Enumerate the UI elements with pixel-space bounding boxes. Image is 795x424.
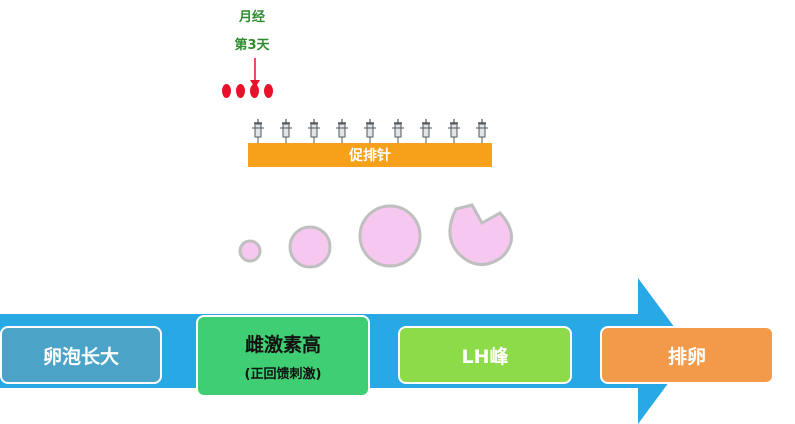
stage-ovulation: 排卵 — [600, 326, 774, 384]
stage-label: 雌激素高 — [244, 334, 321, 356]
stage-label: 排卵 — [667, 345, 706, 368]
follicle-medium — [288, 225, 332, 269]
follicle-large — [358, 204, 422, 268]
follicle-ruptured — [448, 203, 513, 266]
stage-lh-peak: LH峰 — [398, 326, 572, 384]
injection-bar-label: 促排针 — [349, 148, 391, 164]
stage-label: 卵泡长大 — [42, 345, 119, 368]
period-day-label: 第3天 — [234, 38, 270, 53]
period-label: 月经 — [238, 10, 265, 25]
blood-drop-icon — [264, 84, 273, 98]
stage-sublabel: (正回馈刺激) — [244, 367, 322, 382]
injection-bar: 促排针 — [248, 143, 492, 167]
blood-drop-icon — [222, 84, 231, 98]
stage-estrogen-high: 雌激素高 (正回馈刺激) — [196, 315, 370, 397]
blood-drop-icon — [236, 84, 245, 98]
blood-drop-icon — [250, 84, 259, 98]
follicle-growth — [238, 203, 513, 269]
stage-follicle-growth: 卵泡长大 — [0, 326, 162, 384]
stage-label: LH峰 — [461, 345, 509, 368]
follicle-small — [238, 239, 262, 263]
